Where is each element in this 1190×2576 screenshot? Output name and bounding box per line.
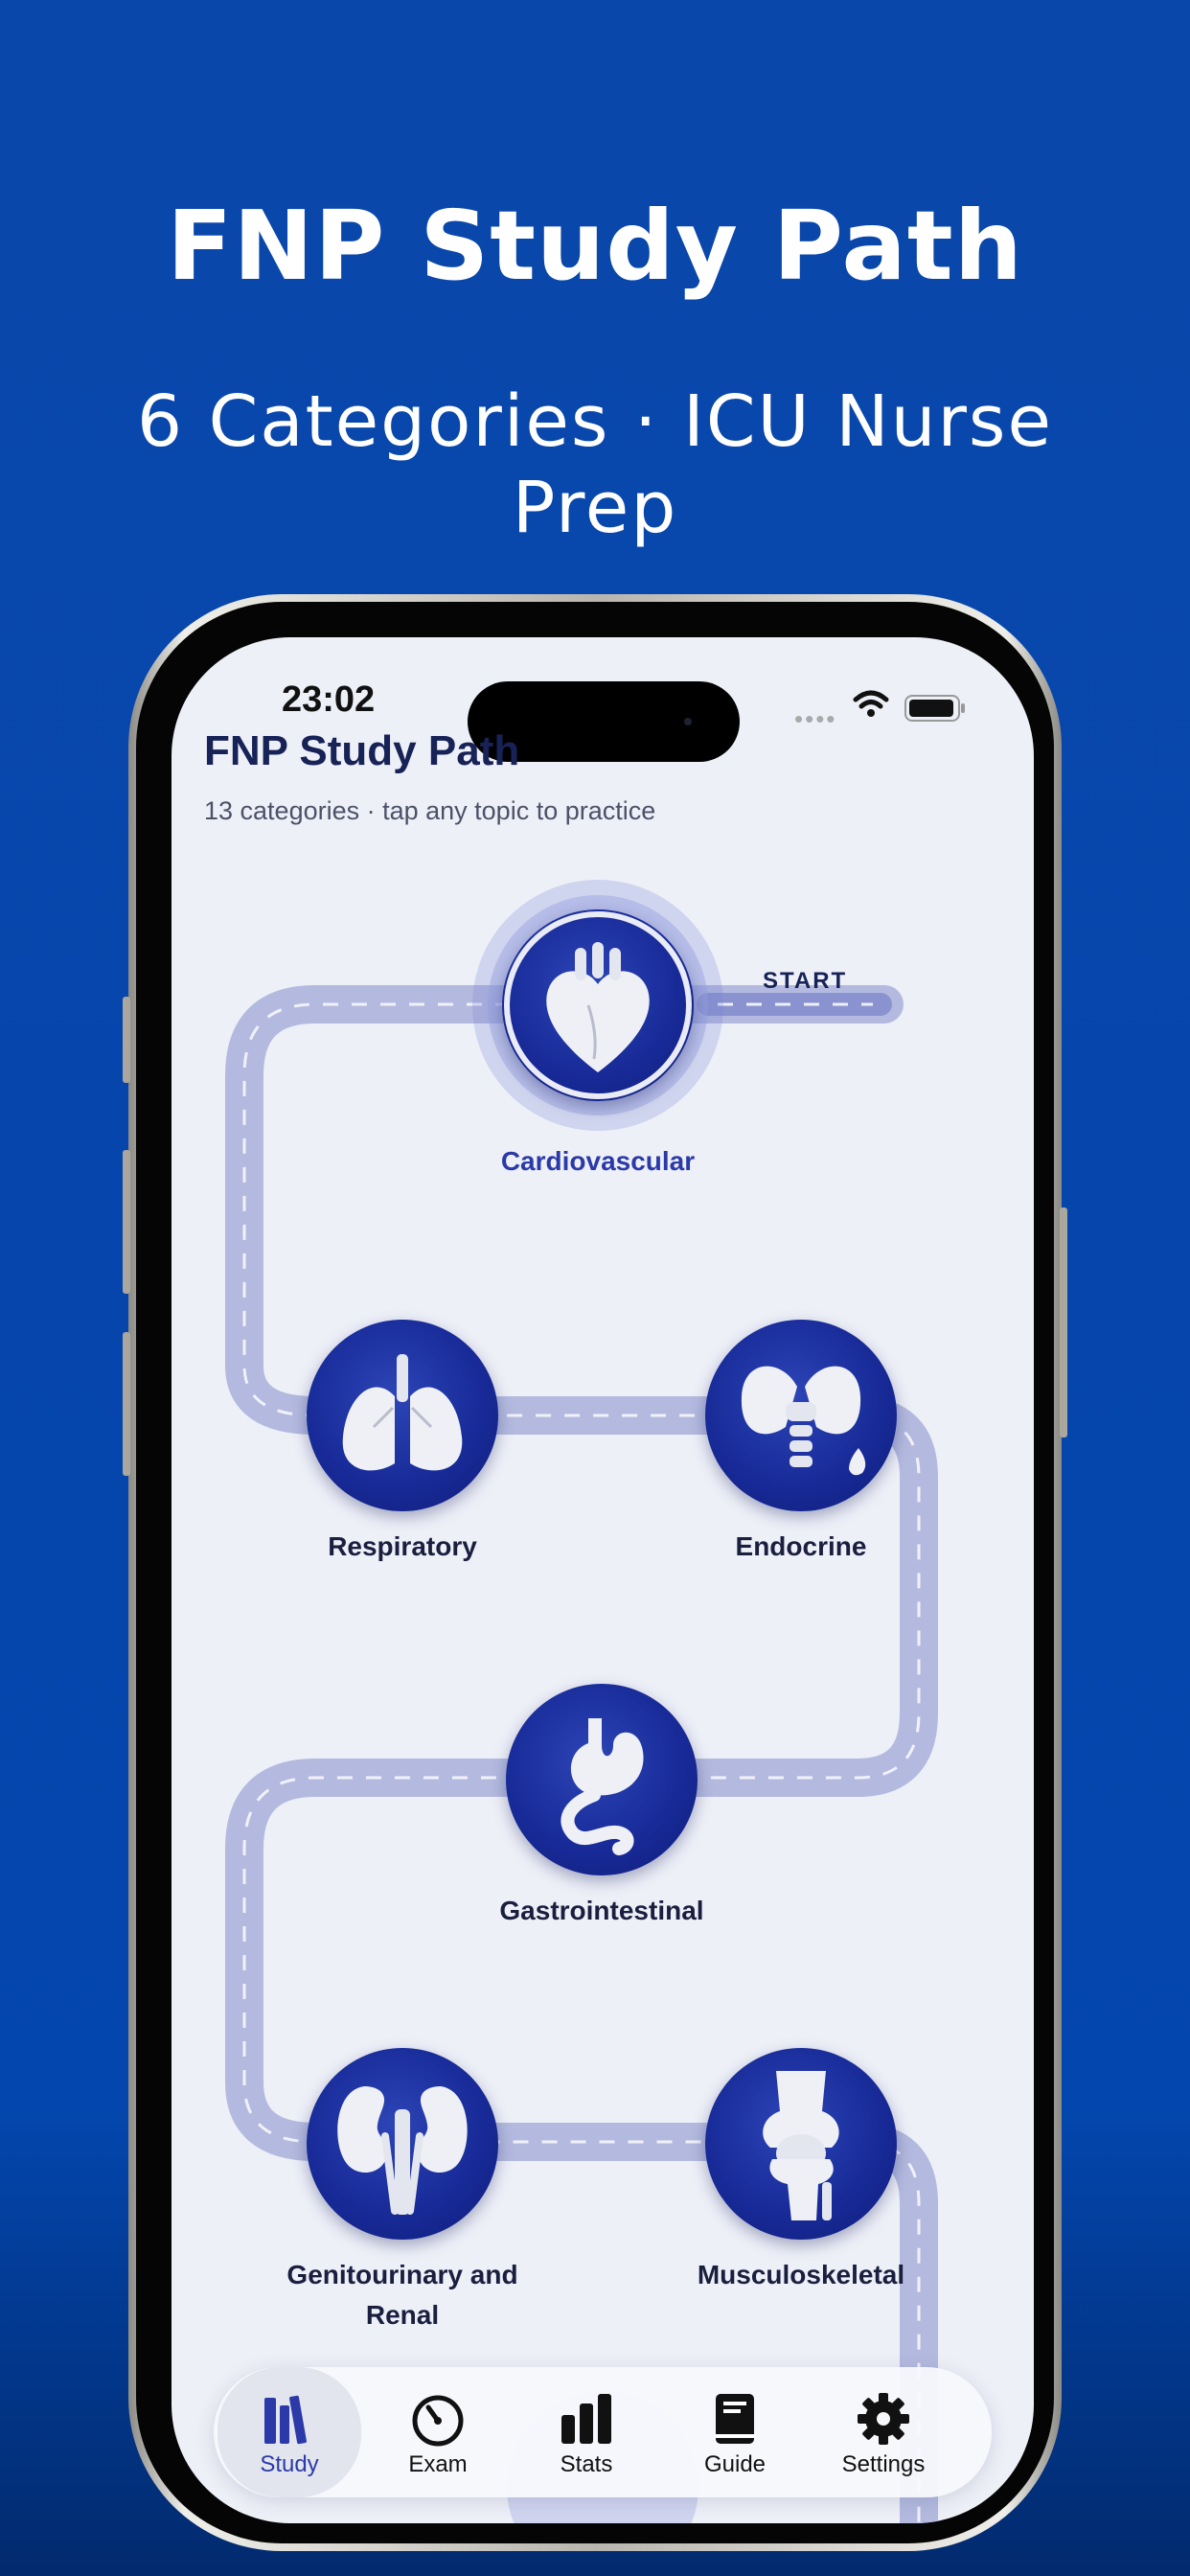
bar-chart-icon: [561, 2394, 611, 2444]
node-label: Genitourinary and Renal: [286, 2260, 518, 2330]
node-label: Cardiovascular: [500, 1146, 696, 1176]
kidneys-icon: [337, 2086, 468, 2215]
node-cardiovascular[interactable]: [502, 909, 694, 1101]
wifi-icon: [853, 690, 889, 717]
page-subtitle: 13 categories · tap any topic to practic…: [204, 796, 656, 825]
tab-label: Stats: [560, 2451, 613, 2477]
tab-exam[interactable]: Exam: [366, 2367, 510, 2497]
tab-bar: Study Exam Stats: [214, 2367, 992, 2497]
page-title: FNP Study Path: [204, 727, 520, 774]
phone-bezel: START 23:02 •••• FNP Study Path 13 ca: [136, 602, 1054, 2543]
status-time: 23:02: [282, 679, 376, 720]
start-label: START: [763, 968, 848, 994]
node-endocrine[interactable]: [705, 1320, 897, 1511]
node-label: Endocrine: [735, 1531, 867, 1561]
stomach-icon: [561, 1718, 644, 1855]
books-icon: [264, 2395, 307, 2445]
phone-frame: START 23:02 •••• FNP Study Path 13 ca: [123, 594, 1067, 2551]
gear-icon: [858, 2393, 909, 2445]
node-gastrointestinal[interactable]: [506, 1684, 698, 1875]
battery-icon: [904, 695, 965, 722]
study-path-road: [225, 985, 938, 2523]
tab-stats[interactable]: Stats: [515, 2367, 658, 2497]
node-genitourinary-renal[interactable]: [307, 2048, 498, 2240]
node-label: Respiratory: [328, 1531, 477, 1561]
book-icon: [716, 2394, 754, 2444]
tab-settings[interactable]: Settings: [812, 2367, 955, 2497]
tab-label: Settings: [841, 2451, 926, 2477]
tab-label: Study: [260, 2451, 319, 2477]
knee-joint-icon: [763, 2071, 839, 2220]
volume-up-button: [123, 1150, 130, 1294]
camera-dot: [684, 718, 692, 725]
tab-label: Exam: [408, 2451, 468, 2477]
heart-icon: [504, 911, 692, 1099]
timer-icon: [412, 2395, 464, 2447]
promo-title: FNP Study Path: [167, 190, 1023, 302]
tab-guide[interactable]: Guide: [663, 2367, 807, 2497]
signal-dots-icon: ••••: [794, 704, 837, 733]
promo-subtitle: 6 Categories · ICU Nurse Prep: [137, 380, 1053, 549]
tab-study[interactable]: Study: [217, 2367, 361, 2497]
tab-label: Guide: [703, 2451, 767, 2477]
volume-down-button: [123, 1332, 130, 1476]
node-respiratory[interactable]: [307, 1320, 498, 1511]
power-button: [1060, 1208, 1067, 1438]
node-label: Musculoskeletal: [697, 2260, 905, 2289]
mute-switch: [123, 997, 130, 1083]
status-icons: [853, 690, 965, 722]
dynamic-island: [468, 681, 740, 762]
lungs-icon: [342, 1354, 463, 1471]
thyroid-icon: [741, 1366, 866, 1476]
node-label: Gastrointestinal: [499, 1896, 704, 1925]
node-musculoskeletal[interactable]: [705, 2048, 897, 2240]
app-screen: START 23:02 •••• FNP Study Path 13 ca: [172, 637, 1034, 2523]
